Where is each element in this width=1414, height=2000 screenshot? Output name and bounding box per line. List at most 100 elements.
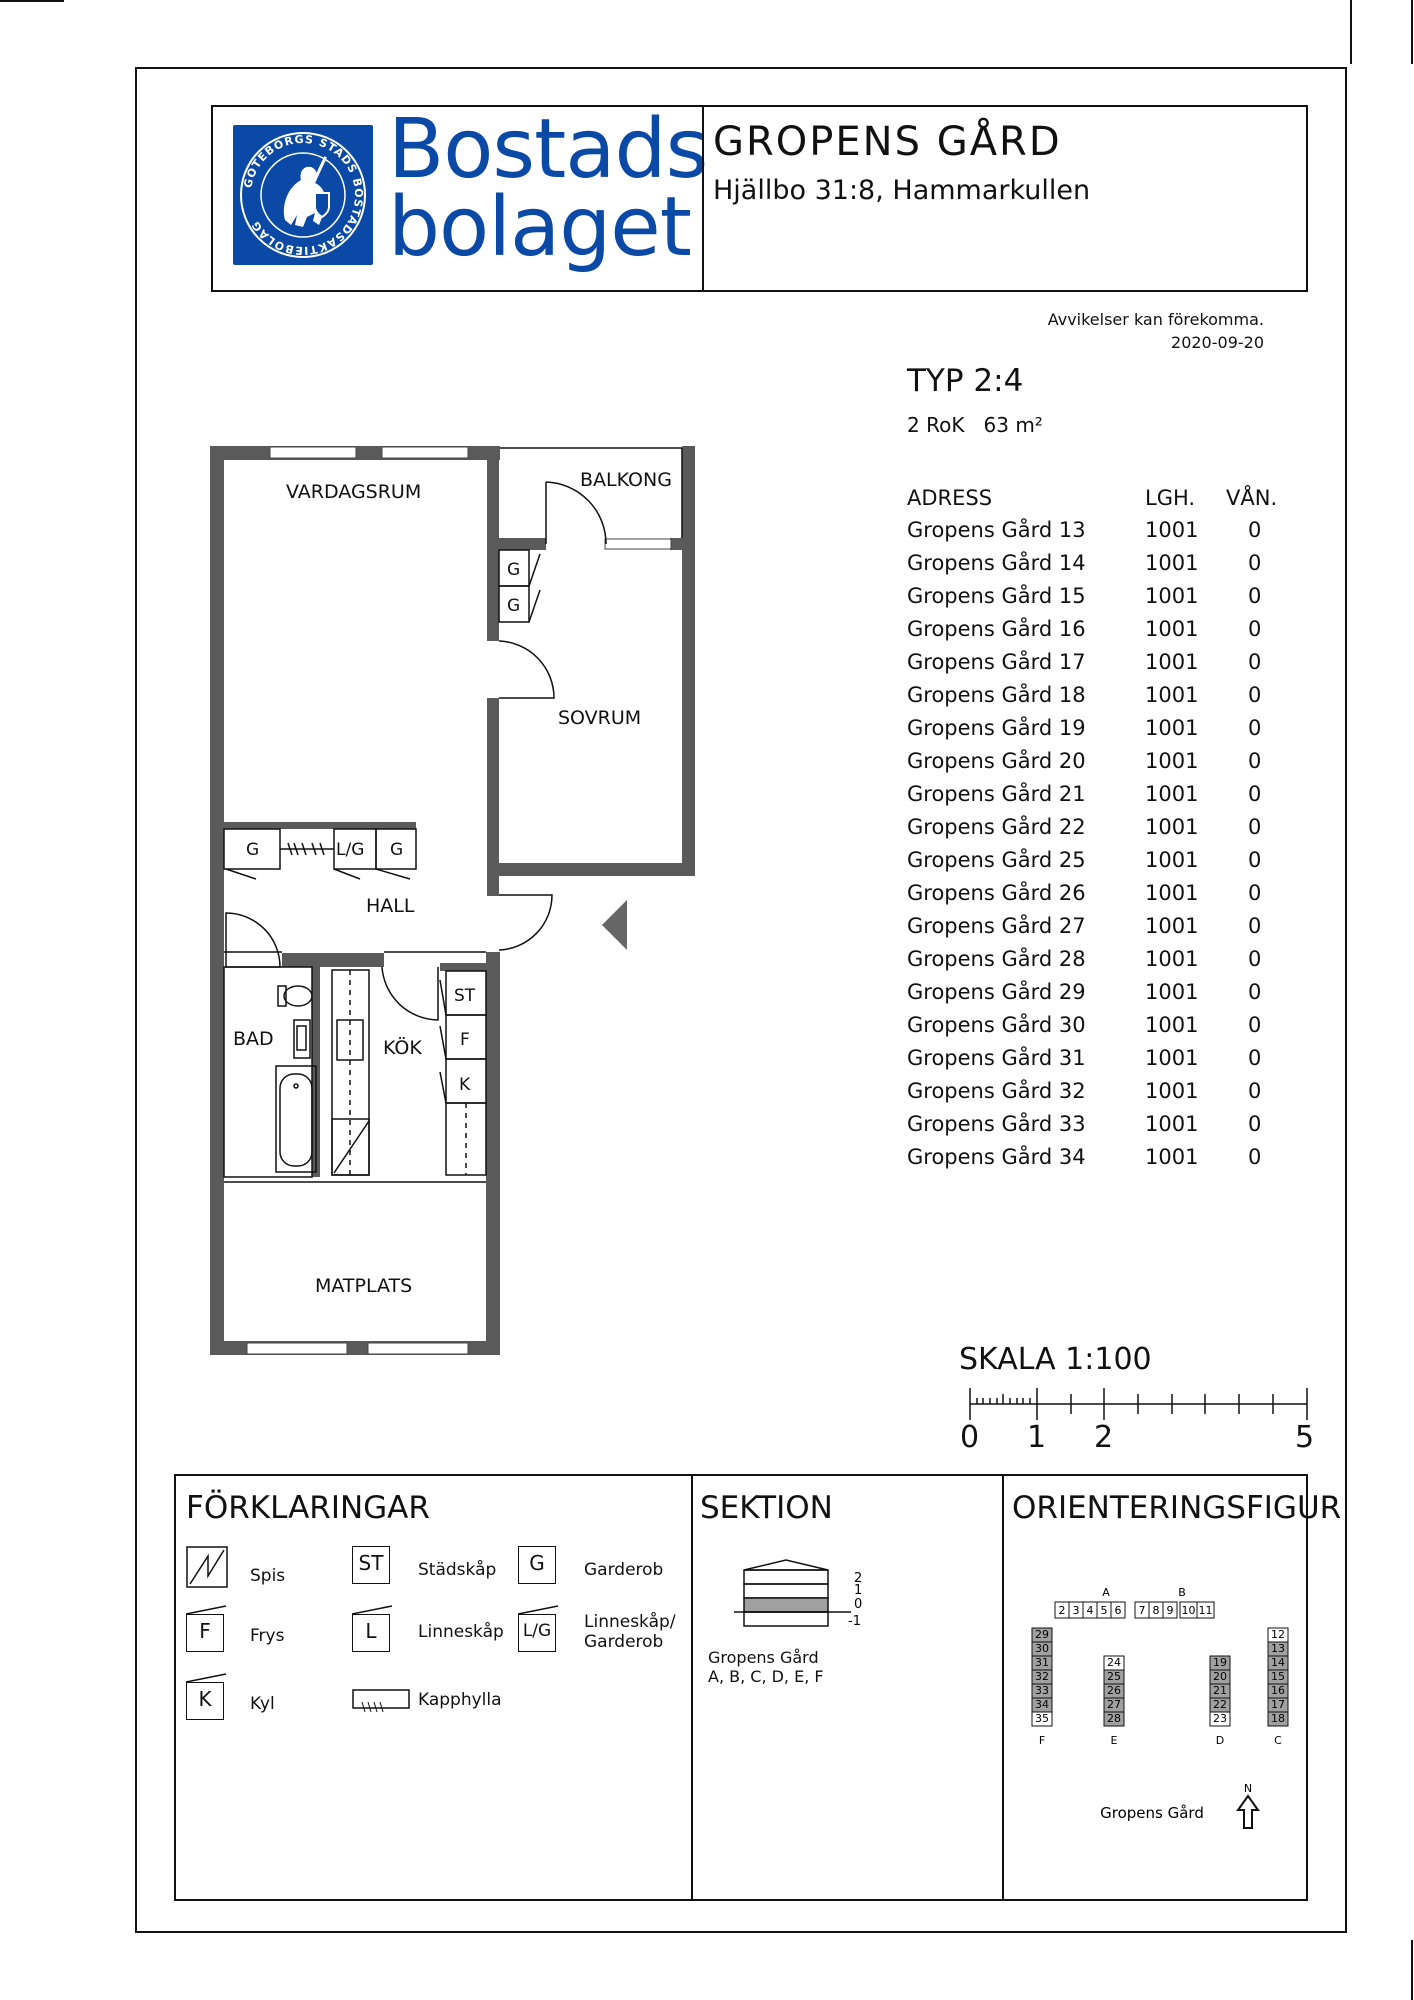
- orientation-caption: Gropens Gård: [1100, 1804, 1204, 1822]
- crop-mark: [1350, 0, 1352, 64]
- freezer-symbol: F: [186, 1614, 224, 1652]
- lgh-cell: 1001: [1145, 848, 1199, 872]
- drawing-frame: [135, 67, 1347, 1933]
- windows: [246, 446, 672, 1355]
- lgh-cell: 1001: [1145, 1145, 1199, 1169]
- cleaning-cabinet-label: ST: [454, 986, 476, 1006]
- disclaimer-note: Avvikelser kan förekomma.: [1047, 310, 1264, 329]
- stove-icon: [186, 1546, 228, 1588]
- address-cell: Gropens Gård 20: [907, 749, 1086, 773]
- legend-title: FÖRKLARINGAR: [186, 1490, 430, 1526]
- wardrobe-label: G: [507, 596, 520, 616]
- building-unit-label: 6: [1115, 1604, 1122, 1617]
- building-label-d: D: [1216, 1734, 1224, 1747]
- section-label-line2: A, B, C, D, E, F: [708, 1667, 824, 1686]
- lgh-cell: 1001: [1145, 683, 1199, 707]
- room-count: 2 RoK: [907, 413, 965, 437]
- van-cell: 0: [1248, 584, 1262, 608]
- van-cell: 0: [1248, 782, 1262, 806]
- building-unit-30: 30: [1031, 1641, 1053, 1657]
- van-cell: 0: [1248, 947, 1262, 971]
- room-bad: BAD: [233, 1028, 274, 1050]
- building-unit-18: 18: [1267, 1711, 1289, 1727]
- van-cell: 0: [1248, 881, 1262, 905]
- wardrobe-label: G: [390, 840, 403, 860]
- legend-lg-line2: Garderob: [584, 1632, 664, 1652]
- building-unit-7: 7: [1134, 1601, 1150, 1619]
- lgh-cell: 1001: [1145, 815, 1199, 839]
- cabinet-door-icon: [186, 1673, 227, 1683]
- lgh-cell: 1001: [1145, 881, 1199, 905]
- building-unit-label: 19: [1213, 1656, 1227, 1669]
- building-unit-label: 9: [1167, 1604, 1174, 1617]
- van-cell: 0: [1248, 1112, 1262, 1136]
- van-cell: 0: [1248, 980, 1262, 1004]
- wardrobe-label: G: [507, 560, 520, 580]
- van-cell: 0: [1248, 749, 1262, 773]
- building-unit-label: 35: [1035, 1712, 1049, 1725]
- level-2: 2: [854, 1571, 862, 1586]
- building-unit-19: 19: [1209, 1655, 1231, 1671]
- van-cell: 0: [1248, 815, 1262, 839]
- logo-word-bolaget: bolaget: [388, 180, 692, 275]
- van-cell: 0: [1248, 683, 1262, 707]
- address-cell: Gropens Gård 15: [907, 584, 1086, 608]
- wardrobe-label: G: [246, 840, 259, 860]
- north-label: N: [1244, 1782, 1252, 1795]
- fridge-label: K: [459, 1075, 471, 1095]
- lgh-cell: 1001: [1145, 947, 1199, 971]
- building-unit-26: 26: [1103, 1683, 1125, 1699]
- building-unit-label: 21: [1213, 1684, 1227, 1697]
- building-unit-label: 22: [1213, 1698, 1227, 1711]
- building-unit-21: 21: [1209, 1683, 1231, 1699]
- col-header-address: ADRESS: [907, 486, 993, 510]
- lgh-cell: 1001: [1145, 980, 1199, 1004]
- van-cell: 0: [1248, 551, 1262, 575]
- building-unit-34: 34: [1031, 1697, 1053, 1713]
- building-label-e: E: [1111, 1734, 1118, 1747]
- address-cell: Gropens Gård 28: [907, 947, 1086, 971]
- address-cell: Gropens Gård 26: [907, 881, 1086, 905]
- scale-tick-2: 2: [1094, 1420, 1114, 1455]
- lgh-cell: 1001: [1145, 518, 1199, 542]
- address-cell: Gropens Gård 31: [907, 1046, 1086, 1070]
- van-cell: 0: [1248, 617, 1262, 641]
- building-unit-label: 12: [1271, 1628, 1285, 1641]
- lgh-cell: 1001: [1145, 551, 1199, 575]
- lgh-cell: 1001: [1145, 1013, 1199, 1037]
- building-unit-label: 3: [1073, 1604, 1080, 1617]
- building-unit-label: 7: [1139, 1604, 1146, 1617]
- building-unit-9: 9: [1162, 1601, 1178, 1619]
- address-row: Gropens Gård 28 1001 0: [907, 947, 1287, 980]
- building-unit-24: 24: [1103, 1655, 1125, 1671]
- address-cell: Gropens Gård 25: [907, 848, 1086, 872]
- building-unit-32: 32: [1031, 1669, 1053, 1685]
- building-unit-27: 27: [1103, 1697, 1125, 1713]
- building-unit-label: 8: [1153, 1604, 1160, 1617]
- scale-tick-5: 5: [1295, 1420, 1315, 1455]
- building-unit-8: 8: [1148, 1601, 1164, 1619]
- building-unit-label: 26: [1107, 1684, 1121, 1697]
- header-divider: [702, 107, 704, 290]
- address-cell: Gropens Gård 33: [907, 1112, 1086, 1136]
- building-unit-label: 17: [1271, 1698, 1285, 1711]
- address-cell: Gropens Gård 18: [907, 683, 1086, 707]
- wardrobe-symbol: G: [518, 1546, 556, 1584]
- room-kok: KÖK: [383, 1036, 422, 1059]
- lgh-cell: 1001: [1145, 1112, 1199, 1136]
- legend-frys: Frys: [250, 1626, 285, 1646]
- address-row: Gropens Gård 33 1001 0: [907, 1112, 1287, 1145]
- linen-wardrobe-label: L/G: [336, 840, 364, 860]
- building-unit-label: 27: [1107, 1698, 1121, 1711]
- section-label-line1: Gropens Gård: [708, 1648, 819, 1667]
- property-title: GROPENS GÅRD: [713, 119, 1062, 165]
- building-unit-5: 5: [1096, 1601, 1112, 1619]
- building-unit-label: 18: [1271, 1712, 1285, 1725]
